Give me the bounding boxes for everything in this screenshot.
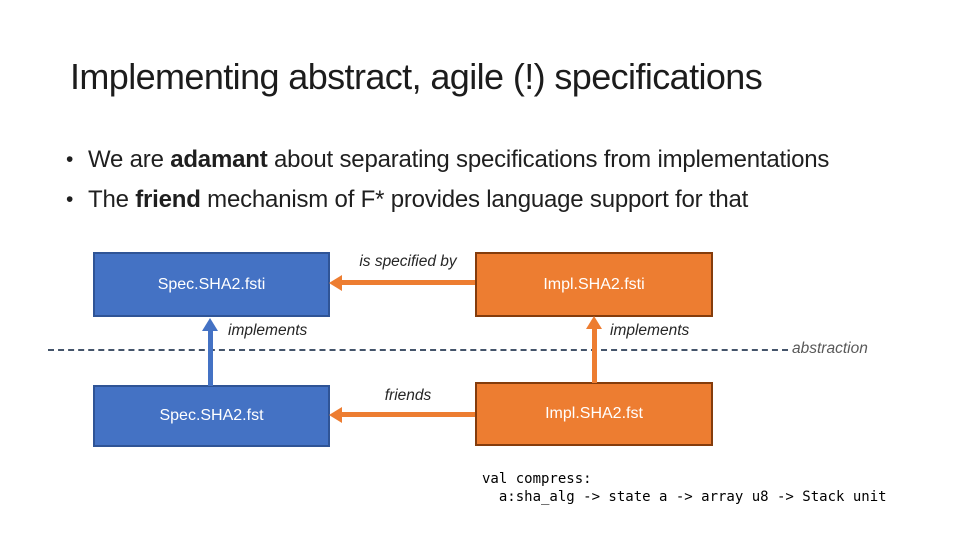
bullet-marker: • [66, 148, 74, 171]
box-label: Spec.SHA2.fsti [157, 275, 266, 293]
bullet-text: The friend mechanism of F* provides lang… [88, 180, 748, 220]
label-implements-spec: implements [228, 322, 308, 339]
box-spec-sha2-fsti: Spec.SHA2.fsti [93, 252, 330, 317]
bullet-segment: We are [88, 146, 171, 173]
bullet-segment: mechanism of F* provides language suppor… [200, 186, 749, 213]
box-label: Spec.SHA2.fst [159, 407, 264, 424]
bullet-segment: about separating specifications from imp… [267, 146, 830, 173]
arrowhead-left-icon [329, 275, 342, 291]
arrowhead-up-icon [202, 318, 218, 331]
arrowhead-left-icon [329, 407, 342, 423]
bullet-item: • The friend mechanism of F* provides la… [66, 180, 829, 220]
arrow-implements-impl [592, 328, 597, 383]
bullet-segment: The [88, 186, 136, 213]
bullet-segment-bold: adamant [170, 146, 268, 173]
label-is-specified-by: is specified by [359, 253, 457, 270]
code-snippet: val compress: a:sha_alg -> state a -> ar… [482, 470, 887, 506]
bullet-list: • We are adamant about separating specif… [66, 140, 829, 220]
arrow-is-specified-by [341, 280, 475, 285]
label-implements-impl: implements [610, 322, 690, 339]
label-friends: friends [384, 387, 432, 404]
code-line: a:sha_alg -> state a -> array u8 -> Stac… [482, 489, 887, 505]
bullet-segment-bold: friend [135, 186, 201, 213]
bullet-marker: • [66, 188, 74, 211]
label-abstraction: abstraction [792, 340, 868, 357]
slide-title: Implementing abstract, agile (!) specifi… [70, 56, 763, 97]
box-label: Impl.SHA2.fst [545, 405, 643, 422]
box-label: Impl.SHA2.fsti [543, 275, 645, 293]
box-impl-sha2-fst: Impl.SHA2.fst [475, 382, 713, 446]
bullet-item: • We are adamant about separating specif… [66, 140, 829, 180]
code-line: val compress: [482, 471, 592, 487]
bullet-text: We are adamant about separating specific… [88, 140, 829, 180]
box-impl-sha2-fsti: Impl.SHA2.fsti [475, 252, 713, 317]
arrow-friends [341, 412, 475, 417]
abstraction-boundary-line [48, 349, 788, 351]
arrowhead-up-icon [586, 316, 602, 329]
box-spec-sha2-fst: Spec.SHA2.fst [93, 385, 330, 447]
arrow-implements-spec [208, 330, 213, 386]
